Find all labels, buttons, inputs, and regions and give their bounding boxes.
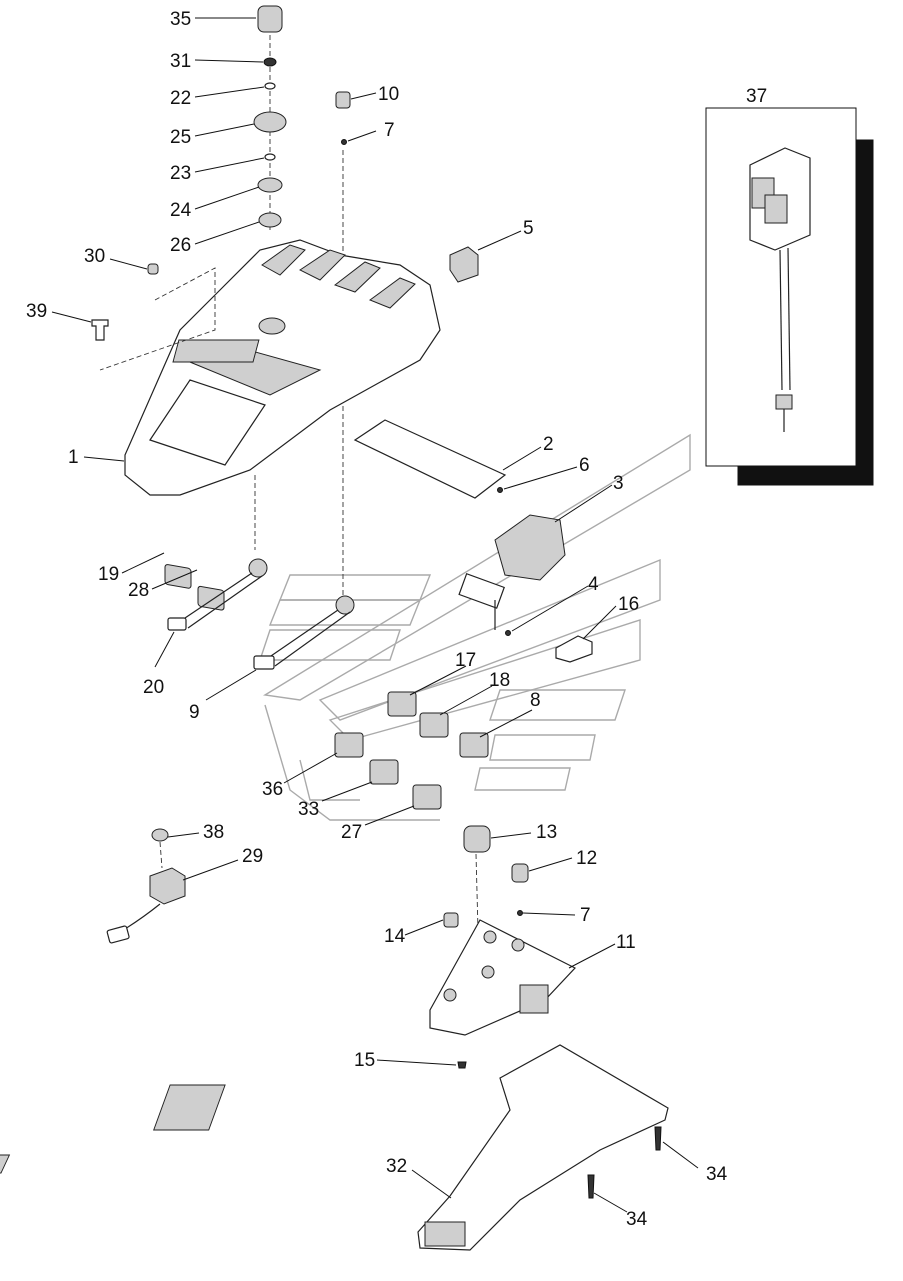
plug-30 — [147, 263, 159, 275]
callout-34-right: 34 — [706, 1164, 728, 1185]
screw-34-right — [654, 1126, 662, 1151]
switch-36 — [334, 732, 364, 758]
knob-10 — [335, 91, 351, 109]
harness-20-plug — [167, 617, 187, 631]
callout-13: 13 — [536, 822, 557, 843]
washer-24 — [257, 177, 283, 193]
callout-9: 9 — [189, 702, 200, 723]
cap-38 — [151, 828, 169, 842]
callout-15: 15 — [354, 1050, 375, 1071]
switch-17 — [387, 691, 417, 717]
callout-17: 17 — [455, 650, 476, 671]
switches-19-28 — [164, 564, 225, 611]
callout-31: 31 — [170, 51, 191, 72]
parts-30-39 — [91, 263, 216, 371]
switch-27 — [412, 784, 442, 810]
callout-8: 8 — [530, 690, 541, 711]
joystick-29-group — [106, 828, 186, 944]
washer-7-bottom — [517, 910, 523, 916]
screw-34-bottom — [587, 1174, 595, 1199]
callout-25: 25 — [170, 127, 191, 148]
callout-14: 14 — [384, 926, 406, 947]
washer-22 — [264, 82, 276, 90]
callout-labels: 35 31 22 25 23 24 26 30 39 1 10 7 5 37 2… — [26, 9, 767, 1230]
callout-33: 33 — [298, 799, 319, 820]
control-plate-11 — [429, 919, 576, 1036]
harness-9-plug — [253, 655, 275, 670]
callout-16: 16 — [618, 594, 639, 615]
knob-14 — [443, 912, 459, 928]
callout-22: 22 — [170, 88, 191, 109]
harness-9-connector — [335, 595, 355, 615]
knob-12 — [511, 863, 529, 883]
switch-assembly-3 — [458, 514, 566, 636]
rocker-switches — [334, 691, 489, 810]
callout-24: 24 — [170, 200, 192, 221]
washer-26 — [258, 212, 282, 228]
callout-35: 35 — [170, 9, 191, 30]
callout-20: 20 — [143, 677, 164, 698]
knob-13 — [463, 825, 491, 853]
callout-19: 19 — [98, 564, 119, 585]
leader-lines — [51, 17, 699, 1213]
console-housing-1 — [124, 239, 441, 550]
nut-31 — [263, 57, 277, 67]
callout-5: 5 — [523, 218, 534, 239]
callout-12: 12 — [576, 848, 597, 869]
callout-29: 29 — [242, 846, 263, 867]
knob-35 — [257, 5, 283, 33]
callout-6: 6 — [579, 455, 590, 476]
screw-4 — [505, 630, 511, 636]
switch-33 — [369, 759, 399, 785]
callout-7-bottom: 7 — [580, 905, 591, 926]
callout-27: 27 — [341, 822, 362, 843]
callout-23: 23 — [170, 163, 191, 184]
switch-19 — [164, 564, 192, 589]
callout-32: 32 — [386, 1156, 407, 1177]
button-cap-5 — [449, 246, 479, 283]
enclosure-37 — [705, 107, 874, 486]
callout-3: 3 — [613, 473, 624, 494]
switch-28 — [197, 585, 225, 611]
callout-36: 36 — [262, 779, 283, 800]
callout-10: 10 — [378, 84, 399, 105]
callout-18: 18 — [489, 670, 510, 691]
callout-38: 38 — [203, 822, 224, 843]
switch-8 — [459, 732, 489, 758]
callout-11: 11 — [616, 932, 636, 953]
callout-2: 2 — [543, 434, 554, 455]
ghost-panel-outlines — [259, 433, 691, 821]
washer-23 — [264, 153, 276, 161]
base-plate-32 — [0, 1044, 669, 1251]
washer-7-top — [341, 139, 347, 145]
switch-18 — [419, 712, 449, 738]
switch-16 — [555, 635, 593, 663]
callout-4: 4 — [588, 574, 599, 595]
knobs-13-12-14 — [443, 825, 529, 931]
knob-stack — [253, 5, 287, 230]
callout-1: 1 — [68, 447, 79, 468]
screw-6 — [497, 487, 503, 493]
callout-30: 30 — [84, 246, 105, 267]
callout-34-bottom: 34 — [626, 1209, 648, 1230]
callout-37: 37 — [746, 86, 767, 107]
plate-2-group — [353, 419, 507, 499]
harness-20-connector — [248, 558, 268, 578]
callout-26: 26 — [170, 235, 191, 256]
callout-28: 28 — [128, 580, 149, 601]
harness-20-9 — [167, 558, 355, 670]
gear-25 — [253, 111, 287, 133]
fastener-39 — [91, 319, 109, 341]
callout-39: 39 — [26, 301, 47, 322]
screw-15 — [457, 1061, 467, 1069]
callout-7-top: 7 — [384, 120, 395, 141]
